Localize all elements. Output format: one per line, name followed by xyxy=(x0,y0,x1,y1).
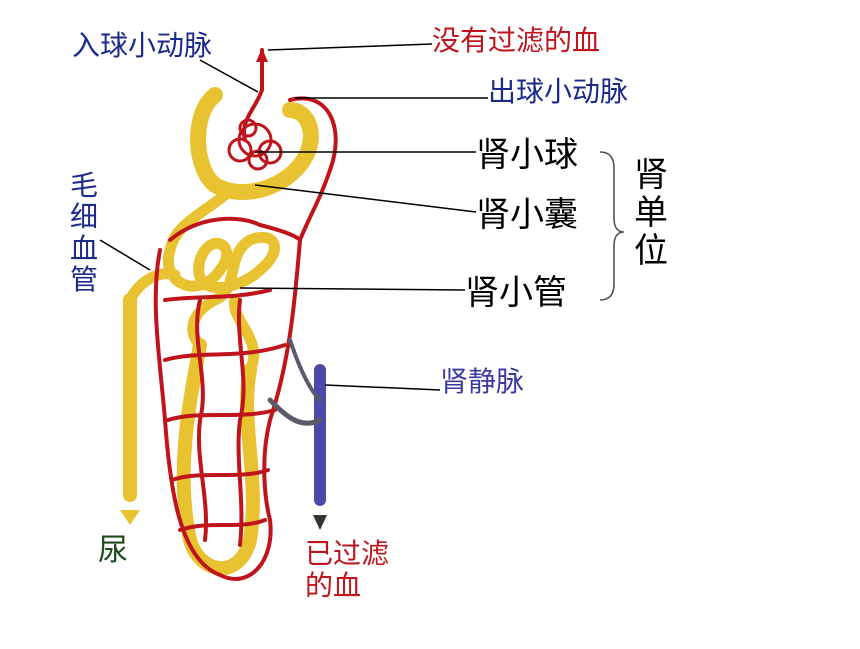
label-nephron: 肾单位 xyxy=(634,155,668,272)
urine-arrow-icon xyxy=(120,510,140,525)
capillary-network xyxy=(153,48,338,581)
label-efferent-arteriole: 出球小动脉 xyxy=(488,75,629,108)
label-capillaries: 毛细血管 xyxy=(70,169,99,297)
renal-vein-drawing xyxy=(267,338,326,506)
outflow-arrow-icon xyxy=(313,515,327,530)
label-bowman-capsule: 肾小囊 xyxy=(476,195,578,235)
label-renal-tubule: 肾小管 xyxy=(465,273,567,313)
label-afferent-arteriole: 入球小动脉 xyxy=(72,29,213,62)
label-filtered-blood: 已过滤的血 xyxy=(305,537,390,603)
glomerulus-tuft xyxy=(227,118,283,171)
flow-arrows xyxy=(120,48,327,530)
label-urine: 尿 xyxy=(98,533,128,568)
label-renal-vein: 肾静脉 xyxy=(440,365,525,398)
inflow-arrow-icon xyxy=(256,48,268,62)
label-unfiltered-blood: 没有过滤的血 xyxy=(432,24,601,57)
nephron-brace xyxy=(599,151,625,301)
label-glomerulus: 肾小球 xyxy=(476,135,578,175)
leader-lines xyxy=(99,43,488,391)
